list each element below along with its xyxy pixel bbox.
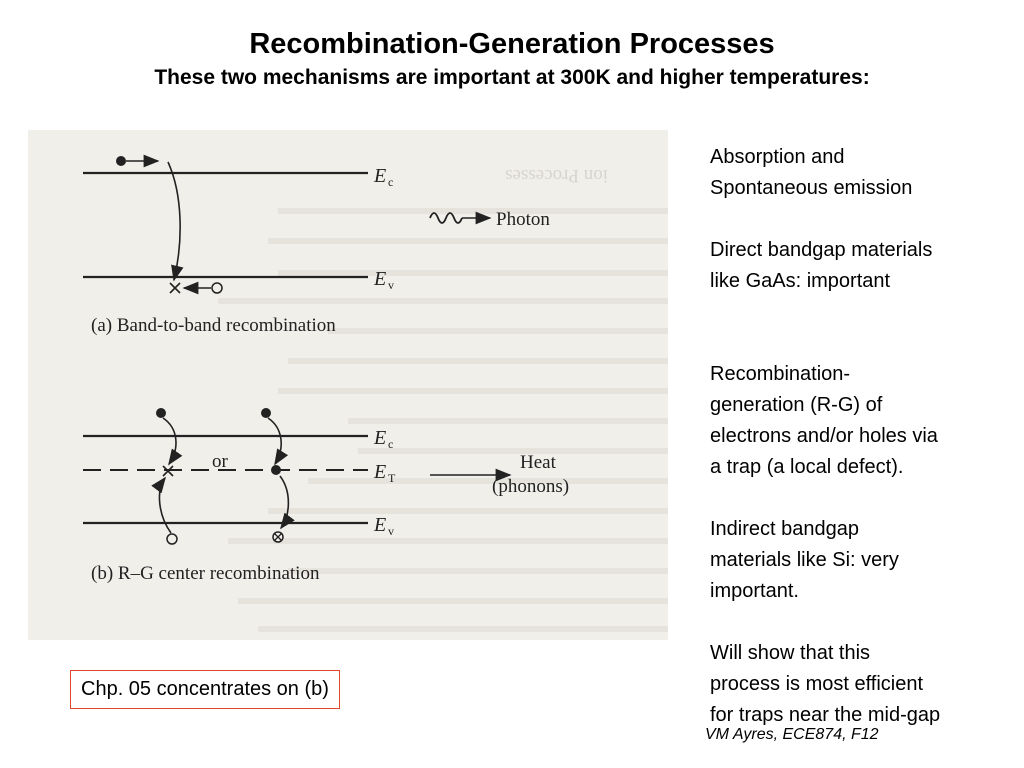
band-diagram-svg: ion Processes [83, 154, 668, 632]
scan-bleed-through: ion Processes [218, 165, 668, 632]
ec-label-a: E [373, 165, 386, 187]
photon-wave [429, 212, 463, 224]
phonons-label: (phonons) [492, 476, 569, 497]
efficiency-line-3: for traps near the mid-gap [710, 704, 941, 726]
hole-circle [211, 282, 223, 294]
direct-bandgap-line-2: like GaAs: important [710, 270, 891, 292]
author-credit: VM Ayres, ECE874, F12 [705, 726, 879, 743]
trapped-electron-dot [271, 465, 281, 475]
efficiency-line-1: Will show that this [710, 642, 871, 664]
heat-label: Heat [520, 452, 557, 473]
ev-sub-b: v [388, 524, 394, 538]
hole-capture-arrow [151, 476, 172, 534]
electron-dot [116, 156, 126, 166]
recombination-arrow [167, 161, 184, 282]
rg-center-diagram: or Heat (phonons) E c E T E v (b) R–G ce… [83, 408, 569, 584]
chapter-note: Chp. 05 concentrates on (b) [70, 670, 340, 709]
efficiency-line-2: process is most efficient [710, 673, 924, 695]
trap-to-valence-arrow [279, 475, 295, 530]
absorption-line-1: Absorption and [710, 146, 845, 168]
hole-circle-left [166, 533, 178, 545]
explanation-column: Absorption and Spontaneous emission Dire… [710, 142, 1010, 731]
ev-sub-a: v [388, 278, 394, 292]
electron-dot-left [156, 408, 166, 418]
ev-label-b: E [373, 514, 386, 536]
et-label: E [373, 461, 386, 483]
band-to-band-diagram: Photon E c E v (a) Band-to-band recombin… [83, 154, 550, 336]
rg-line-3: electrons and/or holes via [710, 425, 938, 447]
ec-label-b: E [373, 427, 386, 449]
ec-sub-b: c [388, 437, 393, 451]
electron-to-trap-arrow [267, 417, 289, 466]
indirect-bandgap-line-3: important. [710, 580, 799, 602]
absorption-line-2: Spontaneous emission [710, 177, 913, 199]
ev-label-a: E [373, 268, 386, 290]
indirect-bandgap-line-1: Indirect bandgap [710, 518, 860, 540]
trap-cross [162, 465, 174, 477]
band-diagram-figure: ion Processes [28, 130, 668, 640]
et-sub: T [388, 471, 396, 485]
photon-label: Photon [496, 209, 550, 230]
scan-heading: ion Processes [505, 165, 608, 186]
or-label: or [212, 451, 229, 472]
ec-sub-a: c [388, 175, 393, 189]
direct-bandgap-line-1: Direct bandgap materials [710, 239, 933, 261]
annihilation-cross [273, 532, 283, 542]
rg-line-1: Recombination- [710, 363, 851, 385]
rg-line-4: a trap (a local defect). [710, 456, 904, 478]
caption-a: (a) Band-to-band recombination [91, 315, 336, 336]
indirect-bandgap-line-2: materials like Si: very [710, 549, 899, 571]
electron-capture-arrow [162, 417, 183, 466]
recombination-cross [169, 282, 181, 294]
rg-line-2: generation (R-G) of [710, 394, 883, 416]
slide-title: Recombination-Generation Processes [249, 28, 775, 60]
electron-dot-right [261, 408, 271, 418]
caption-b: (b) R–G center recombination [91, 563, 320, 584]
slide-subtitle: These two mechanisms are important at 30… [154, 66, 870, 89]
